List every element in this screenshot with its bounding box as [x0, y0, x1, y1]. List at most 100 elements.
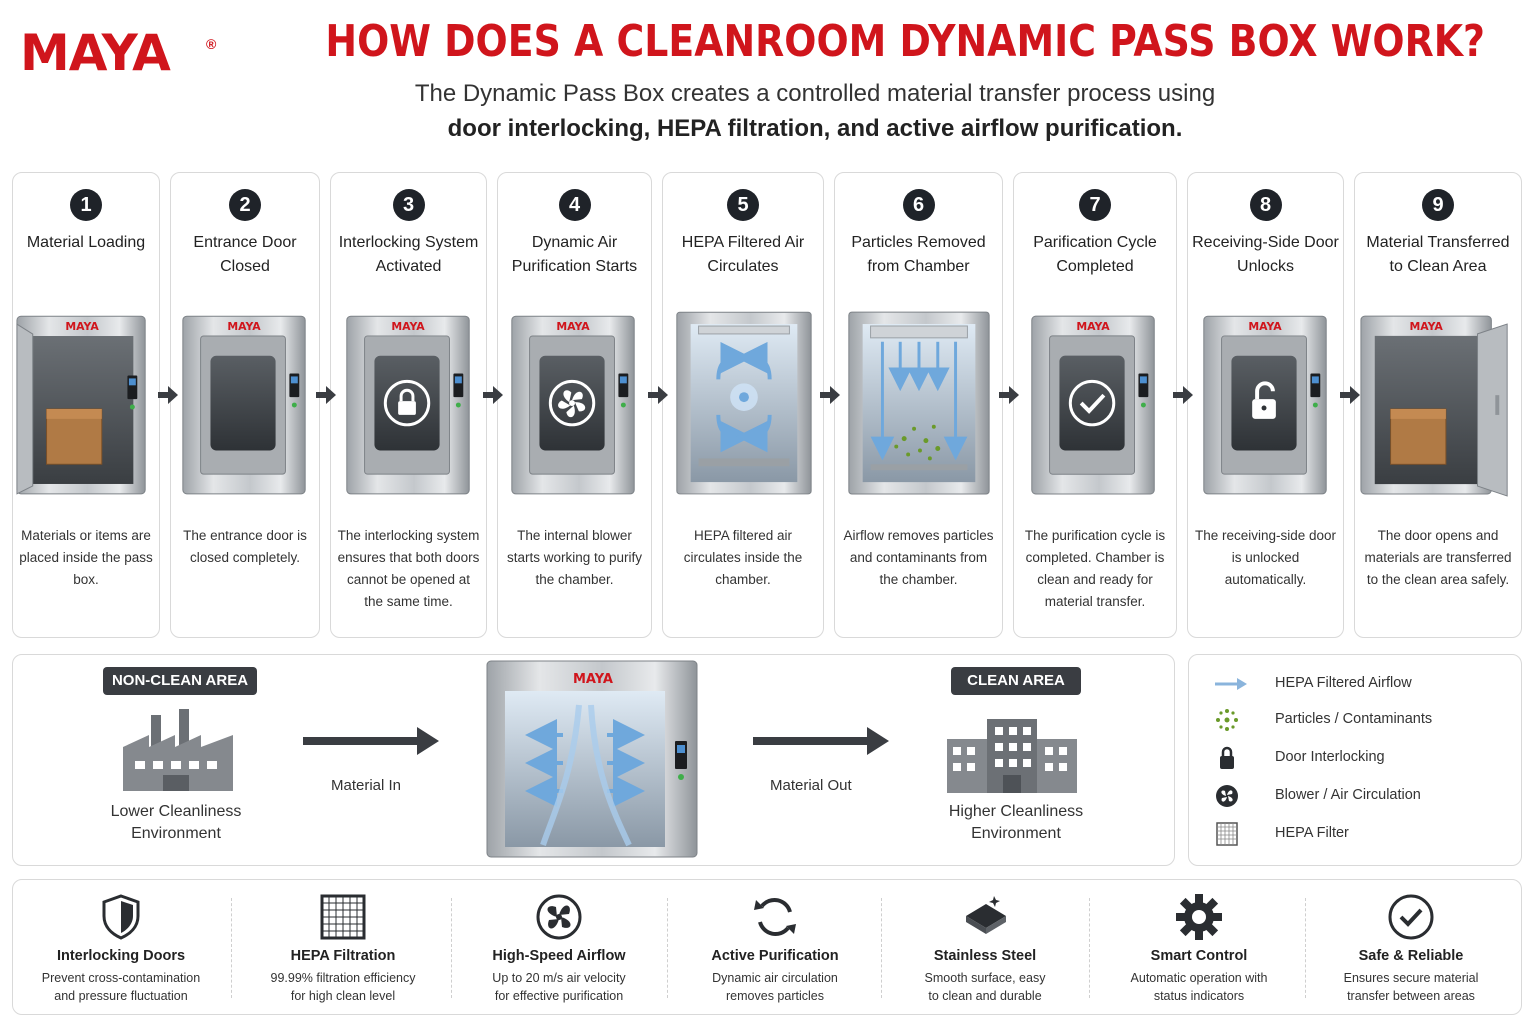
step-number: 2: [229, 189, 261, 221]
svg-text:MAYA: MAYA: [1248, 320, 1282, 333]
legend-item: HEPA Filter: [1213, 819, 1513, 849]
step-title: Particles Removed from Chamber: [851, 234, 986, 275]
fan-icon: [536, 894, 582, 940]
step-card-4: 4 Dynamic Air Purification Starts MAYA T…: [497, 172, 652, 638]
pass-box-door-open-image: MAYA: [13, 309, 159, 509]
registered-mark: ®: [206, 36, 217, 52]
step-number: 3: [392, 189, 425, 221]
feature-divider: [451, 898, 452, 998]
svg-text:MAYA: MAYA: [65, 320, 99, 333]
step-card-8: 8 Receiving-Side Door Unlocks MAYA The r…: [1187, 172, 1344, 638]
feature-title: Interlocking Doors: [56, 948, 186, 964]
maya-logo: MAYA ®: [20, 14, 220, 82]
clean-building-icon: [947, 719, 1077, 793]
step-arrow-icon: [1173, 386, 1193, 404]
step-title: Material Transferred to Clean Area: [1366, 234, 1510, 275]
material-in-arrow-icon: [303, 727, 439, 755]
subtitle-line-2: door interlocking, HEPA filtration, and …: [447, 115, 1183, 142]
svg-text:MAYA: MAYA: [1409, 320, 1443, 333]
step-card-5: 5 HEPA Filtered Air Circulates HEPA filt…: [662, 172, 824, 638]
pass-box-particles-removed-image: [835, 309, 1002, 509]
feature-title: Stainless Steel: [933, 948, 1037, 964]
particles-icon: [1216, 709, 1238, 731]
factory-icon: [123, 709, 233, 791]
step-card-1: 1 Material Loading MAYA Materials or ite…: [12, 172, 160, 638]
step-card-2: 2 Entrance Door Closed MAYA The entrance…: [170, 172, 320, 638]
step-number: 6: [902, 189, 935, 221]
page-title: HOW DOES A CLEANROOM DYNAMIC PASS BOX WO…: [325, 16, 1485, 67]
svg-text:MAYA: MAYA: [556, 320, 590, 333]
feature-item: Active Purification Dynamic air circulat…: [677, 880, 873, 1016]
feature-divider: [1305, 898, 1306, 998]
pass-box-transfer-image: MAYA: [1355, 309, 1521, 509]
step-card-9: 9 Material Transferred to Clean Area MAY…: [1354, 172, 1522, 638]
features-bar: Interlocking Doors Prevent cross-contami…: [12, 879, 1522, 1015]
step-card-6: 6 Particles Removed from Chamber Airflow…: [834, 172, 1003, 638]
clean-area-badge: CLEAN AREA: [951, 667, 1081, 695]
fan-icon: [1216, 785, 1238, 807]
step-number: 1: [70, 189, 102, 221]
step-card-3: 3 Interlocking System Activated MAYA The…: [330, 172, 487, 638]
refresh-icon: [754, 898, 796, 936]
legend-item: HEPA Filtered Airflow: [1213, 669, 1513, 699]
step-arrow-icon: [158, 386, 178, 404]
legend-item: Door Interlocking: [1213, 743, 1513, 773]
feature-item: High-Speed Airflow Up to 20 m/s air velo…: [461, 880, 657, 1016]
step-number: 5: [727, 189, 759, 221]
step-number: 8: [1249, 189, 1282, 221]
svg-text:MAYA: MAYA: [1076, 320, 1110, 333]
feature-item: HEPA Filtration 99.99% filtration effici…: [245, 880, 441, 1016]
step-title: Dynamic Air Purification Starts: [511, 234, 638, 275]
legend-label: Door Interlocking: [1275, 749, 1385, 765]
non-clean-area-badge: NON-CLEAN AREA: [103, 667, 257, 695]
feature-divider: [231, 898, 232, 998]
pass-box-airflow-image: [663, 309, 823, 509]
step-description: The door opens and materials are transfe…: [1364, 528, 1512, 587]
feature-title: Safe & Reliable: [1358, 948, 1464, 964]
legend-label: Particles / Contaminants: [1275, 711, 1433, 727]
pass-box-unlocked-image: MAYA: [1188, 309, 1343, 509]
airflow-arrow-icon: [1215, 678, 1247, 690]
step-title: Interlocking System Activated: [338, 234, 479, 275]
legend-label: Blower / Air Circulation: [1275, 787, 1421, 803]
non-clean-area-label: Lower Cleanliness Environment: [110, 803, 242, 842]
filter-grid-icon: [320, 894, 366, 940]
clean-area-label: Higher Cleanliness Environment: [948, 803, 1084, 842]
shield-icon: [102, 894, 140, 940]
feature-divider: [1089, 898, 1090, 998]
logo-text: MAYA: [20, 24, 171, 82]
feature-title: High-Speed Airflow: [492, 948, 626, 964]
step-title: HEPA Filtered Air Circulates: [681, 234, 805, 275]
step-arrow-icon: [820, 386, 840, 404]
step-description: The entrance door is closed completely.: [183, 528, 307, 565]
gear-icon: [1176, 894, 1222, 940]
step-title: Entrance Door Closed: [193, 234, 297, 275]
pass-box-locked-image: MAYA: [331, 309, 486, 509]
step-description: Airflow removes particles and contaminan…: [843, 528, 994, 587]
material-out-label: Material Out: [770, 777, 852, 794]
feature-divider: [881, 898, 882, 998]
material-out-arrow-icon: [753, 727, 889, 755]
feature-item: Interlocking Doors Prevent cross-contami…: [23, 880, 219, 1016]
step-number: 9: [1422, 189, 1454, 221]
pass-box-cycle-complete-image: MAYA: [1014, 309, 1176, 509]
lock-icon: [1220, 746, 1234, 769]
feature-title: Active Purification: [711, 948, 839, 964]
step-title: Material Loading: [26, 234, 146, 251]
step-number: 4: [558, 189, 591, 221]
step-title: Receiving-Side Door Unlocks: [1192, 234, 1339, 275]
step-description: Materials or items are placed inside the…: [19, 528, 153, 587]
steel-plate-icon: [966, 896, 1006, 934]
material-flow-panel: NON-CLEAN AREA Lower Cleanliness Environ…: [12, 654, 1175, 866]
filter-grid-icon: [1216, 822, 1238, 846]
legend-item: Particles / Contaminants: [1213, 705, 1513, 735]
step-description: The interlocking system ensures that bot…: [337, 528, 480, 609]
step-title: Parification Cycle Completed: [1033, 234, 1157, 275]
step-description: The receiving-side door is unlocked auto…: [1194, 528, 1337, 587]
